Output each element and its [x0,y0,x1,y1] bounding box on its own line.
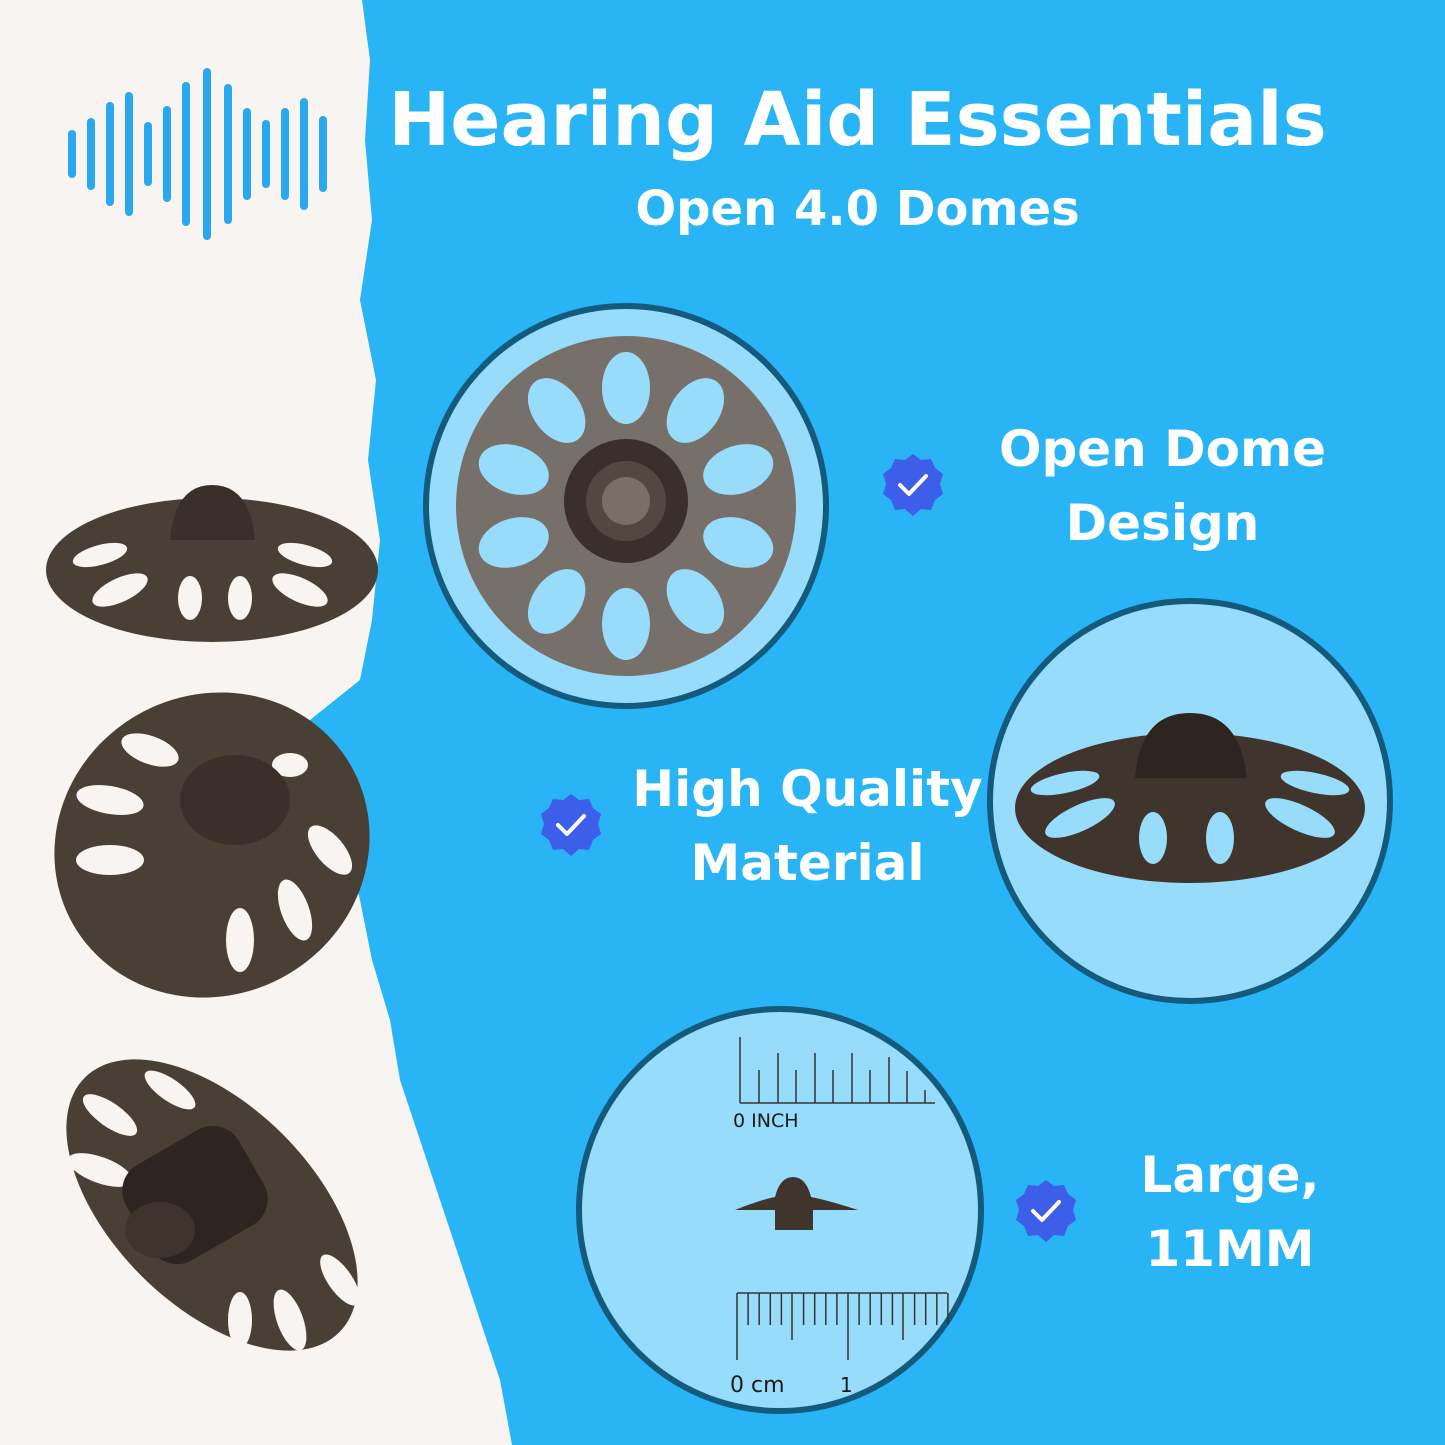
feature-open-dome: Open Dome Design [980,412,1345,560]
dome-vent-hole [703,444,774,495]
dome-vent-hole [602,352,650,424]
size-ruler-circle: 0 INCH 0 cm 1 [575,1005,985,1415]
check-badge-icon [1016,1180,1076,1242]
feature-line: Design [1065,494,1260,552]
dome-back-view-image [66,1059,360,1351]
dome-side-view-circle [987,598,1393,1004]
feature-line: Large, [1140,1146,1320,1204]
dome-angled-view-image [54,692,370,998]
cm-label: 0 cm [730,1373,785,1398]
feature-size: Large, 11MM [1110,1138,1350,1286]
feature-material: High Quality Material [625,752,990,900]
dome-side-view-image [46,485,378,642]
page-title: Hearing Aid Essentials [388,77,1327,163]
cm-one-label: 1 [840,1373,853,1397]
dome-vent-hole [703,517,774,568]
page-subtitle: Open 4.0 Domes [635,181,1080,237]
dome-vent-hole [602,588,650,660]
sound-wave-icon [68,68,327,240]
check-badge-icon [541,794,601,856]
inch-label: 0 INCH [733,1110,799,1132]
dome-top-view-circle [423,303,829,709]
feature-line: Open Dome [998,420,1327,478]
check-badge-icon [883,454,943,516]
ruler-graphic [576,1006,984,1414]
dome-vent-hole [478,517,549,568]
dome-vent-hole [666,378,725,443]
dome-vent-hole [527,378,586,443]
feature-line: 11MM [1145,1220,1315,1278]
dome-vent-hole [666,569,725,634]
dome-vent-hole [478,444,549,495]
dome-vent-hole [527,569,586,634]
feature-line: Material [690,834,925,892]
feature-line: High Quality [632,760,983,818]
